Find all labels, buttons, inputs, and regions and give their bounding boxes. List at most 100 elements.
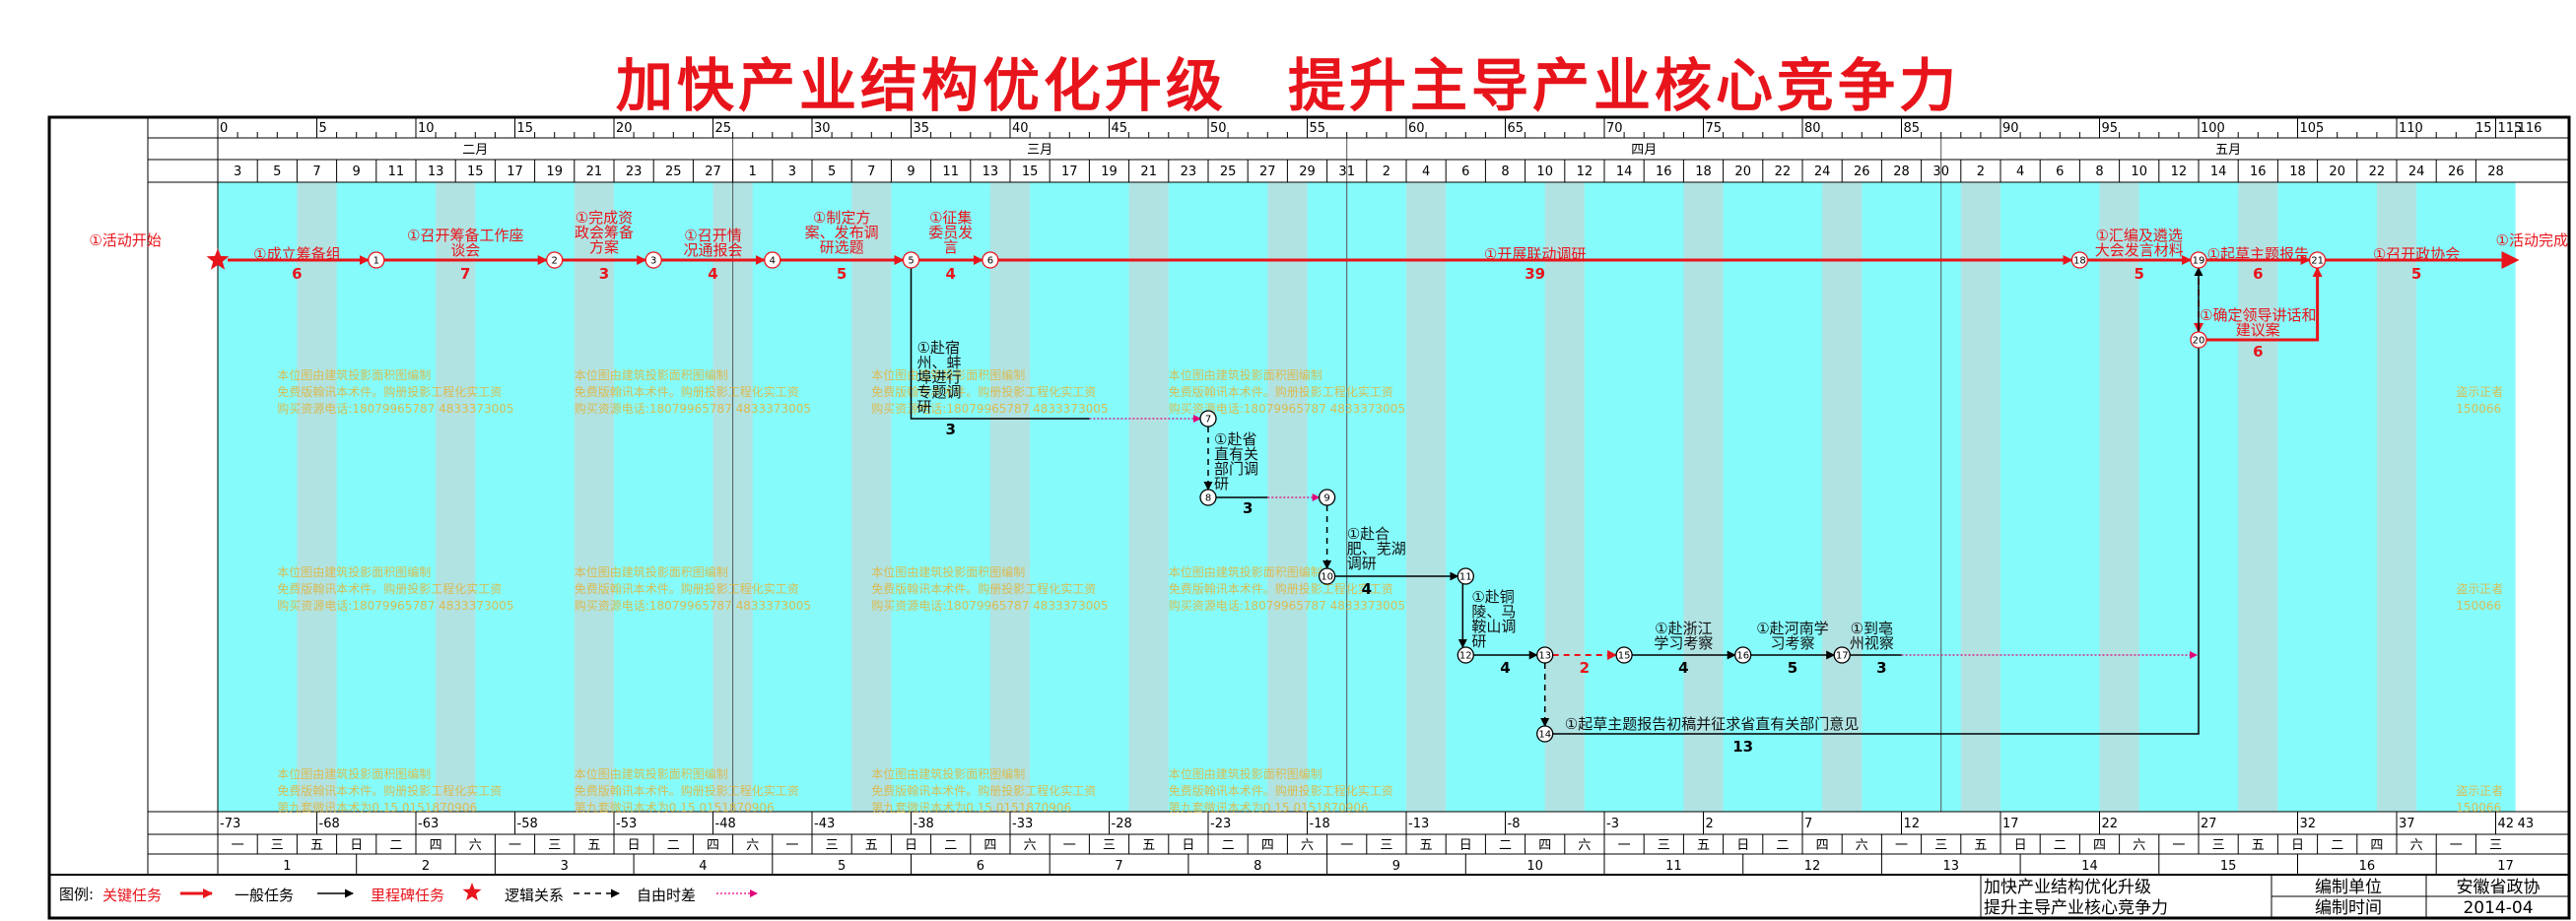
node-number: 10: [1321, 572, 1333, 583]
node-circle: [2190, 331, 2207, 349]
legend-milestone-label: 里程碑任务: [371, 887, 444, 904]
node-circle: [1318, 489, 1336, 506]
day-label: 12: [1577, 164, 1593, 179]
watermark-text: 本位图由建筑投影面积图编制: [1169, 766, 1322, 781]
day-label: 14: [1616, 164, 1633, 179]
watermark-text: 免费版翰讯本术件。购册投影工程化实工资: [277, 581, 502, 596]
watermark-text: 盗示正者: [2456, 384, 2503, 399]
weekday-label: 一: [1063, 838, 1076, 853]
node-7: 7: [1199, 410, 1217, 428]
task-name: ①确定领导讲话和: [2200, 306, 2316, 324]
weekday-label: 三: [1934, 838, 1947, 853]
task-name: 部门调: [1214, 460, 1258, 478]
day-label: 11: [942, 164, 959, 179]
task-duration: 4: [1500, 659, 1510, 677]
day-label: 17: [1061, 164, 1078, 179]
task-name: 研: [1214, 475, 1229, 493]
weekday-label: 二: [2331, 838, 2343, 853]
watermark-text: 本位图由建筑投影面积图编制: [1169, 564, 1322, 579]
unit-label: 编制单位: [2315, 878, 2382, 897]
weekday-label: 四: [1538, 838, 1551, 853]
weekday-label: 四: [430, 838, 442, 853]
task-duration: 3: [1876, 659, 1886, 677]
scale-tick-label: 80: [1804, 121, 1821, 136]
task-name: 况通报会: [683, 241, 742, 259]
watermark-text: 本位图由建筑投影面积图编制: [277, 564, 431, 579]
task-name: 言: [943, 238, 958, 256]
watermark-text: 免费版翰讯本术件。购册投影工程化实工资: [575, 581, 799, 596]
task-name: 方案: [589, 238, 619, 256]
day-label: 2: [1977, 164, 1985, 179]
weekday-label: 六: [746, 838, 759, 853]
weekday-label: 二: [944, 838, 957, 853]
day-label: 19: [546, 164, 563, 179]
task-name: 建议案: [2236, 321, 2280, 339]
week-label: 1: [283, 859, 291, 874]
progress-tick-label: -43: [814, 817, 835, 831]
task-duration: 6: [2253, 265, 2263, 283]
scale-tick-label: 5: [319, 121, 327, 136]
legend-title: 图例:: [59, 886, 94, 903]
node-9: 9: [1318, 489, 1336, 506]
node-number: 1: [373, 256, 379, 267]
watermark-text: 本位图由建筑投影面积图编制: [871, 367, 1025, 382]
weekday-label: 四: [2093, 838, 2106, 853]
project-name-line1: 加快产业结构优化升级: [1984, 878, 2151, 897]
weekday-label: 二: [667, 838, 680, 853]
watermark-text: 免费版翰讯本术件。购册投影工程化实工资: [277, 384, 502, 399]
task-name: ①赴合: [1347, 525, 1390, 543]
task-name: 习考察: [1770, 634, 1814, 652]
task-name: 案、发布调: [805, 224, 879, 241]
week-label: 6: [977, 859, 984, 874]
watermark-text: 免费版翰讯本术件。购册投影工程化实工资: [575, 783, 799, 798]
day-label: 23: [626, 164, 643, 179]
watermark-text: 免费版翰讯本术件。购册投影工程化实工资: [871, 783, 1096, 798]
progress-tick-label: -3: [1606, 817, 1619, 831]
day-label: 18: [1695, 164, 1712, 179]
day-label: 6: [1461, 164, 1469, 179]
day-label: 13: [428, 164, 444, 179]
watermark-text: 购买资源电话:18079965787 4833373005: [1169, 598, 1405, 613]
week-label: 11: [1665, 859, 1682, 874]
week-label: 13: [1942, 859, 1959, 874]
day-label: 15: [467, 164, 484, 179]
watermark-text: 150066: [2456, 402, 2501, 416]
day-label: 10: [1536, 164, 1553, 179]
week-label: 9: [1392, 859, 1400, 874]
weekday-label: 一: [508, 838, 521, 853]
task-duration: 13: [1732, 738, 1753, 756]
node-2: 2: [546, 251, 564, 269]
weekday-label: 五: [2252, 838, 2265, 853]
progress-tick-label: 7: [1804, 817, 1812, 831]
weekday-label: 日: [2014, 838, 2027, 853]
scale-tick-label: 85: [1904, 121, 1921, 136]
task-duration: 5: [837, 265, 847, 283]
task-duration: 3: [599, 265, 609, 283]
time-value: 2014-04: [2463, 898, 2533, 918]
day-label: 1: [749, 164, 757, 179]
task-duration: 4: [945, 265, 955, 283]
weekday-label: 四: [1816, 838, 1829, 853]
task-name: 研: [1471, 632, 1486, 650]
week-label: 5: [838, 859, 846, 874]
node-number: 18: [2073, 256, 2086, 267]
task-duration: 4: [708, 265, 717, 283]
weekday-label: 日: [1736, 838, 1749, 853]
node-number: 20: [2193, 336, 2205, 347]
day-label: 3: [234, 164, 241, 179]
node-circle: [982, 251, 999, 269]
scale-tick-label: 105: [2300, 121, 2325, 136]
task-name: ①制定方: [813, 209, 870, 227]
weekday-label: 一: [785, 838, 798, 853]
watermark-text: 购买资源电话:18079965787 4833373005: [871, 598, 1108, 613]
project-name-line2: 提升主导产业核心竞争力: [1984, 898, 2168, 918]
week-label: 12: [1804, 859, 1821, 874]
progress-tick-label: -28: [1112, 817, 1132, 831]
week-label: 10: [1526, 859, 1543, 874]
node-number: 7: [1205, 415, 1211, 426]
weekday-label: 六: [2410, 838, 2423, 853]
weekend-stripe: [1822, 182, 1863, 812]
